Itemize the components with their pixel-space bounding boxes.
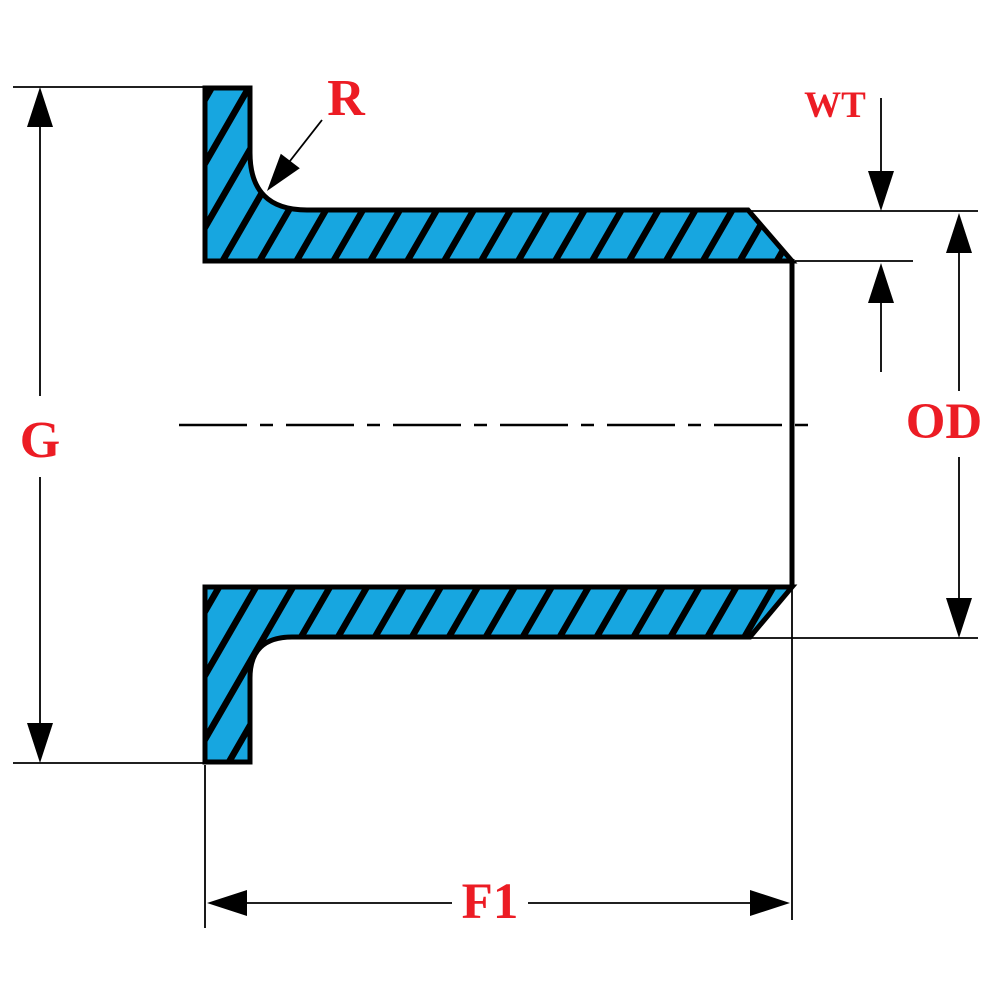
label-wt: WT <box>804 85 866 126</box>
r-leader: R <box>267 70 366 191</box>
upper-flange-and-wall-section <box>202 85 798 264</box>
wt-arrow-up-icon <box>868 263 894 303</box>
od-arrow-down-icon <box>946 598 972 638</box>
label-od: OD <box>906 394 983 450</box>
extension-lines <box>13 86 978 928</box>
label-r: R <box>327 70 366 127</box>
label-g: G <box>20 412 60 469</box>
f1-dimension: F1 <box>207 874 790 930</box>
wt-dimension: WT <box>804 85 894 372</box>
lower-flange-and-wall-section <box>202 584 798 765</box>
g-dimension: G <box>20 87 60 763</box>
label-f1: F1 <box>462 874 519 930</box>
od-arrow-up-icon <box>946 213 972 253</box>
wt-arrow-down-icon <box>868 171 894 211</box>
g-arrow-up-icon <box>27 87 53 127</box>
f1-arrow-left-icon <box>207 890 247 916</box>
f1-arrow-right-icon <box>750 890 790 916</box>
part-cross-section <box>202 85 798 765</box>
g-arrow-down-icon <box>27 723 53 763</box>
od-dimension: OD <box>906 213 983 638</box>
r-arrow-icon <box>267 153 300 191</box>
